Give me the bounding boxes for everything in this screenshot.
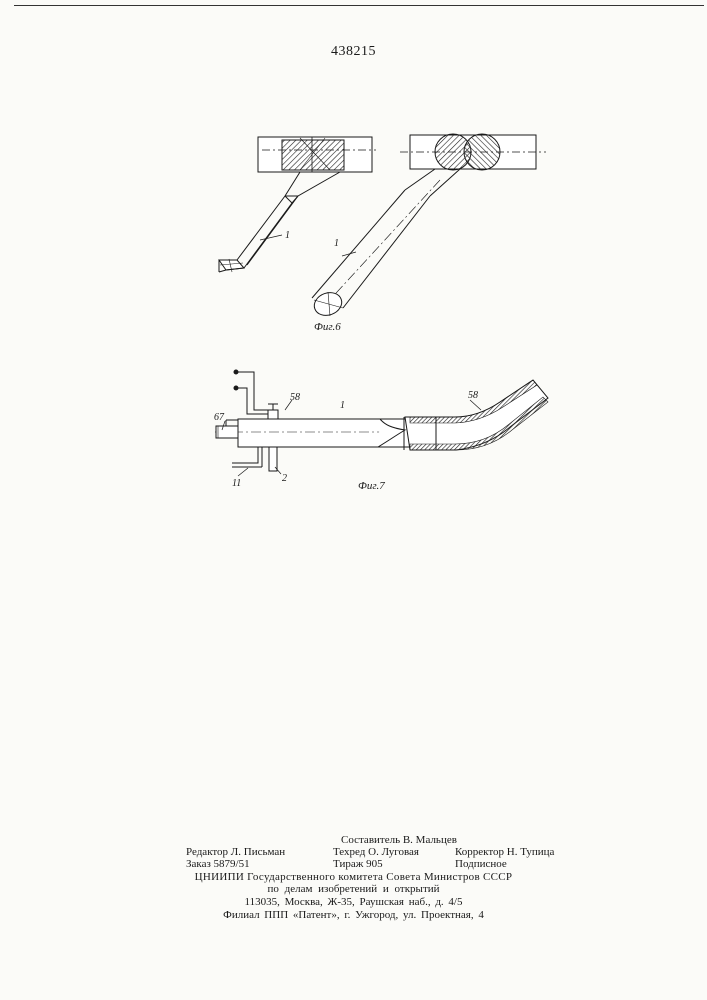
colophon-corrector: Корректор Н. Тупица: [455, 846, 554, 858]
fig6-caption: Фиг.6: [314, 321, 341, 333]
fig7-caption: Фиг.7: [358, 480, 385, 492]
fig7-label-2: 2: [282, 473, 287, 484]
fig6-right-label: 1: [334, 238, 339, 249]
colophon-editor: Редактор Л. Письман: [186, 846, 285, 858]
colophon-org-line2: по делам изобретений и открытий: [0, 883, 707, 895]
colophon-circulation: Тираж 905: [333, 858, 383, 870]
colophon-branch: Филиал ППП «Патент», г. Ужгород, ул. Про…: [0, 909, 707, 921]
fig7-label-58-left: 58: [290, 392, 300, 403]
fig7-label-67: 67: [214, 412, 225, 423]
colophon-compiler: Составитель В. Мальцев: [341, 834, 457, 846]
colophon-org-line1: ЦНИИПИ Государственного комитета Совета …: [0, 871, 707, 883]
fig6-left-label: 1: [285, 230, 290, 241]
fig6-left-arm-edge: [237, 172, 300, 260]
fig7-label-11: 11: [232, 478, 241, 489]
fig7-assembly: [215, 370, 548, 476]
fig7-label-1: 1: [340, 400, 345, 411]
fig6-left-hatched-section: [282, 140, 344, 170]
colophon-subscription: Подписное: [455, 858, 507, 870]
fig7-label-58-right: 58: [468, 390, 478, 401]
colophon-address: 113035, Москва, Ж-35, Раушская наб., д. …: [0, 896, 707, 908]
colophon-order: Заказ 5879/51: [186, 858, 250, 870]
colophon-tech-editor: Техред О. Луговая: [333, 846, 419, 858]
fig6-right-circle-b: [464, 134, 500, 170]
